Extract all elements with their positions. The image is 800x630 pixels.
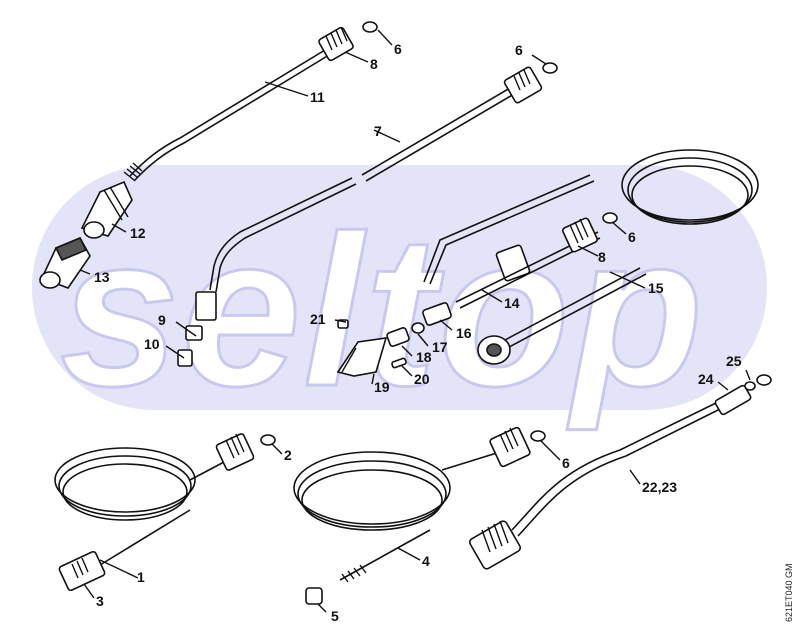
part-1-hose <box>54 433 276 592</box>
callout-20: 20 <box>414 371 430 387</box>
callout-22-23: 22,23 <box>642 479 677 495</box>
callout-12: 12 <box>130 225 146 241</box>
callout-8: 8 <box>598 249 606 265</box>
callout-2: 2 <box>284 447 292 463</box>
callout-24: 24 <box>698 371 714 387</box>
parts-16-20 <box>386 302 452 369</box>
callout-14: 14 <box>504 295 520 311</box>
drawing-code: 621ET040 GM <box>784 563 794 622</box>
callout-6: 6 <box>394 41 402 57</box>
part-11-lance <box>123 21 378 182</box>
parts-9-10 <box>177 325 203 367</box>
part-14-15-assembly <box>423 149 759 365</box>
callout-16: 16 <box>456 325 472 341</box>
callout-21: 21 <box>310 311 326 327</box>
callout-18: 18 <box>416 349 432 365</box>
callout-8: 8 <box>370 56 378 72</box>
callout-3: 3 <box>96 593 104 609</box>
callout-1: 1 <box>137 569 145 585</box>
part-7-lance <box>195 62 558 321</box>
part-13-nozzle <box>39 236 91 289</box>
callout-4: 4 <box>422 553 430 569</box>
callout-25: 25 <box>726 353 742 369</box>
callout-5: 5 <box>331 608 339 624</box>
leader-lines <box>79 29 751 613</box>
callout-7: 7 <box>374 123 382 139</box>
part-12-nozzle <box>80 180 133 239</box>
callout-13: 13 <box>94 269 110 285</box>
watermark: seltop <box>32 165 767 433</box>
callout-17: 17 <box>432 339 448 355</box>
part-4-hose <box>293 426 546 605</box>
part-22-23-hose <box>468 374 772 570</box>
watermark-text: seltop <box>60 190 705 431</box>
callout-6: 6 <box>515 42 523 58</box>
callout-6: 6 <box>628 229 636 245</box>
callout-10: 10 <box>144 336 160 352</box>
callout-11: 11 <box>310 89 325 105</box>
callout-labels: 6 8 11 6 7 12 13 6 8 15 14 21 16 9 17 10… <box>94 41 742 624</box>
callout-15: 15 <box>648 280 664 296</box>
callout-9: 9 <box>158 312 166 328</box>
callout-19: 19 <box>374 379 390 395</box>
callout-6: 6 <box>562 455 570 471</box>
part-19-housing <box>336 337 388 377</box>
